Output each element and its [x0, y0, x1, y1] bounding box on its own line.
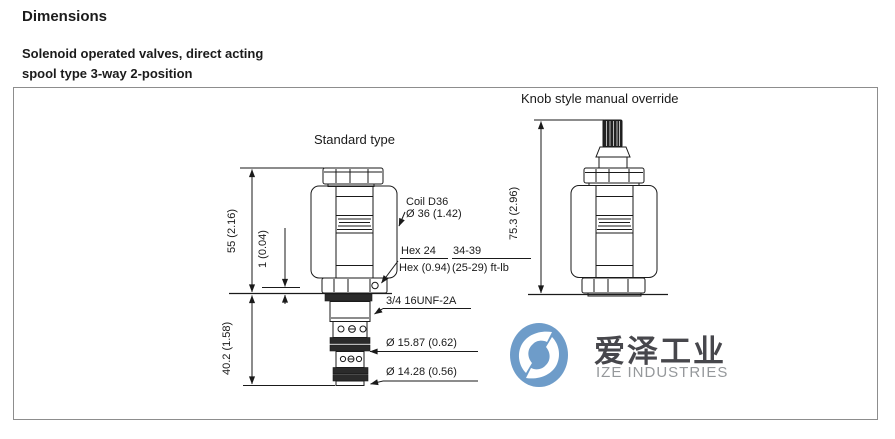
watermark-chinese-text: 爱泽工业	[594, 334, 726, 370]
coil-rib-band	[336, 215, 373, 234]
dim-cartridge-length: 40.2 (1.58)	[221, 321, 233, 375]
standard-type-label: Standard type	[314, 132, 395, 147]
watermark-latin-text: IZE INDUSTRIES	[596, 364, 729, 381]
dim-overall-height: 55 (2.16)	[226, 208, 238, 253]
torque-label: 34-39	[453, 245, 482, 257]
standard-valve-drawing	[229, 167, 531, 386]
coil-callout-line1: Coil D36	[406, 196, 449, 208]
page-title: Dimensions	[22, 8, 108, 25]
coil-callout: Coil D36 Ø 36 (1.42)	[406, 196, 462, 220]
coil-callout-line2: Ø 36 (1.42)	[406, 208, 462, 220]
torque-ftlb-label: (25-29) ft-lb	[452, 262, 509, 274]
coil-rib-band	[596, 215, 633, 234]
ize-logo-icon	[510, 323, 568, 387]
dim-gap: 1 (0.04)	[257, 230, 269, 268]
diameter-lower-callout: Ø 14.28 (0.56)	[386, 366, 457, 378]
page-subtitle: Solenoid operated valves, direct acting …	[22, 44, 263, 84]
thread-callout: 3/4 16UNF-2A	[386, 295, 457, 307]
knob-style-label: Knob style manual override	[521, 91, 679, 106]
drawing-frame	[13, 87, 878, 420]
subtitle-line-2: spool type 3-way 2-position	[22, 66, 193, 81]
diameter-upper-callout: Ø 15.87 (0.62)	[386, 337, 457, 349]
hex-size-label: Hex 24	[401, 245, 436, 257]
subtitle-line-1: Solenoid operated valves, direct acting	[22, 46, 264, 61]
knob-valve-drawing	[528, 119, 668, 297]
hex-size-inch-label: Hex (0.94)	[399, 262, 451, 274]
dim-knob-overall-height: 75.3 (2.96)	[508, 186, 520, 240]
manual-override-knob	[602, 119, 623, 148]
